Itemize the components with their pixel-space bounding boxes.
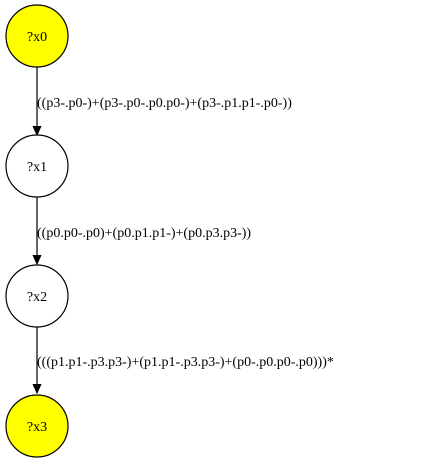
edge-label: ((p0.p0-.p0)+(p0.p1.p1-)+(p0.p3.p3-)) [37,226,251,241]
node-x3[interactable]: ?x3 [5,394,69,458]
node-circle [5,394,69,458]
edge-label: ((p3-.p0-)+(p3-.p0-.p0.p0-)+(p3-.p1.p1-.… [37,96,292,111]
node-x1[interactable]: ?x1 [5,134,69,198]
node-circle [5,4,69,68]
node-circle [5,134,69,198]
node-x0[interactable]: ?x0 [5,4,69,68]
node-x2[interactable]: ?x2 [5,264,69,328]
node-circle [5,264,69,328]
edge-x1-x2: ((p0.p0-.p0)+(p0.p1.p1-)+(p0.p3.p3-)) [37,197,251,264]
edge-x2-x3: (((p1.p1-.p3.p3-)+(p1.p1-.p3.p3-)+(p0-.p… [37,326,334,393]
edge-x0-x1: ((p3-.p0-)+(p3-.p0-.p0.p0-)+(p3-.p1.p1-.… [37,67,292,135]
node-label: ?x1 [27,160,47,175]
edge-label: (((p1.p1-.p3.p3-)+(p1.p1-.p3.p3-)+(p0-.p… [37,355,334,370]
node-label: ?x3 [27,420,47,435]
node-label: ?x0 [27,30,47,45]
node-label: ?x2 [27,290,47,305]
